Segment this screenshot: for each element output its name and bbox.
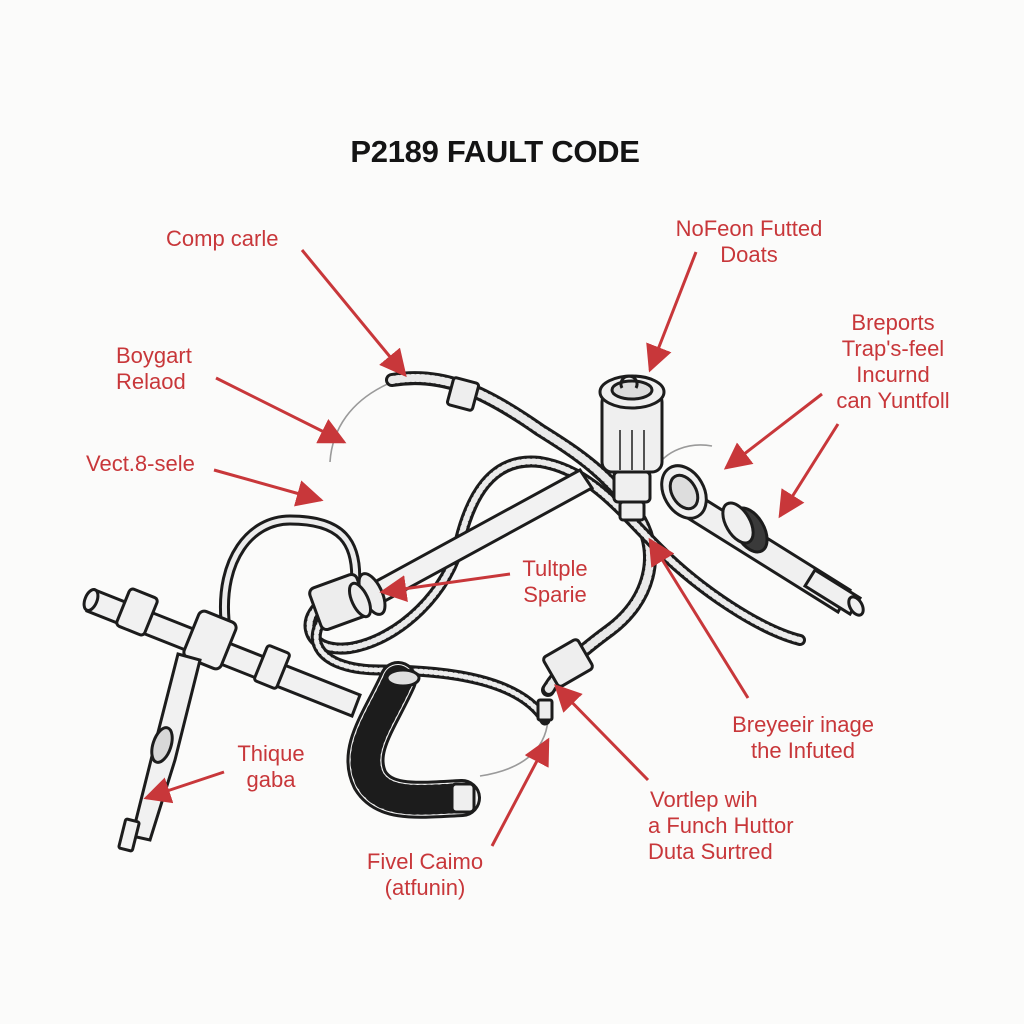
left-t-pipe [82,587,362,853]
right-pipe [660,464,865,617]
label-vect: Vect.8-sele [86,451,195,476]
label-fivel-caimo: Fivel Caimo (atfunin) [366,849,484,900]
arrow-thique [143,770,225,804]
arrow-breports-1 [723,392,823,470]
label-vortlep: Vortlep wih a Funch Huttor Duta Surtred [648,787,794,864]
arrow-tultple [379,572,511,602]
label-nofeon-futted: NoFeon Futted Doats [675,216,823,267]
label-boygart: Boygart Relaod [116,343,192,394]
arrow-vortlep [554,684,650,782]
hose-lower [310,604,551,726]
label-thique: Thique gaba [237,741,305,792]
arrow-nofeon [646,251,698,373]
arrow-boygart [215,376,347,444]
label-tultple: Tultple Sparie [522,556,588,607]
hose-loop [303,455,806,655]
hose-left [218,514,362,626]
arrow-comp-carle [300,249,407,378]
arrow-breyeeir [648,537,750,699]
label-breports: Breports Trap's-feel Incurnd can Yuntfol… [836,310,950,413]
annotation-arrows [143,249,840,847]
label-comp-carle: Comp carle [166,226,279,251]
arrow-fivel [490,737,550,847]
label-breyeeir: Breyeeir inage the Infuted [732,712,874,763]
arrow-breports-2 [778,423,840,519]
arrow-vect [213,468,324,507]
upper-fitting [445,376,481,412]
corrugated-tube [346,661,481,819]
diagram-title: P2189 FAULT CODE [350,134,640,169]
lower-connector [536,638,594,722]
sensor-canister [598,374,666,522]
tube-end-cap [385,668,476,814]
